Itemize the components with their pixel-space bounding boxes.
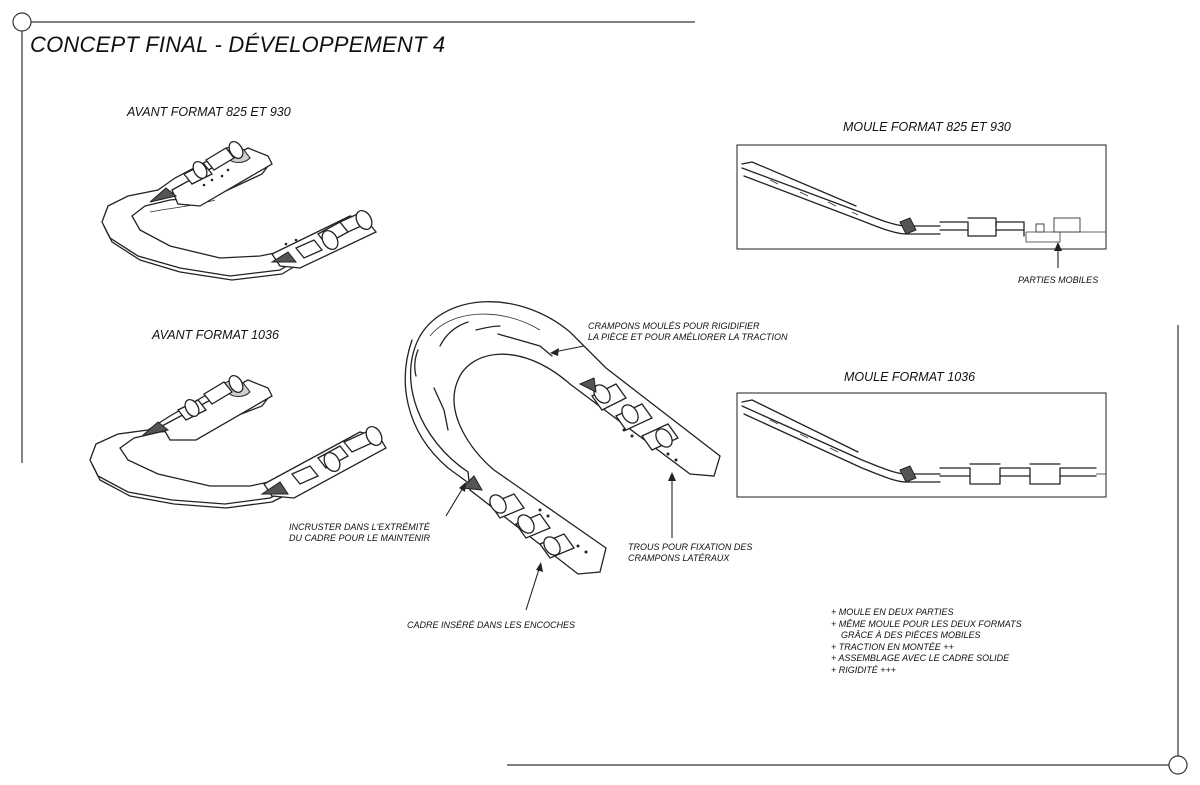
annotation-cleats: CRAMPONS MOULÉS POUR RIGIDIFIER LA PIÈCE… [588, 321, 788, 343]
arrow-frame-notch [525, 562, 543, 611]
label-mold-825-930: MOULE FORMAT 825 ET 930 [843, 120, 1011, 134]
annotation-cleats-line-1: CRAMPONS MOULÉS POUR RIGIDIFIER [588, 321, 760, 331]
label-front-1036: AVANT FORMAT 1036 [152, 328, 279, 342]
frame-corner-bottom-right [1168, 755, 1188, 775]
advantage-item: + MÊME MOULE POUR LES DEUX FORMATS [831, 618, 1022, 629]
annotation-embed: INCRUSTER DANS L'EXTRÉMITÉ DU CADRE POUR… [289, 522, 430, 544]
advantage-item: + ASSEMBLAGE AVEC LE CADRE SOLIDE [831, 653, 1010, 664]
arrow-holes [668, 472, 676, 538]
annotation-cleats-line-2: LA PIÈCE ET POUR AMÉLIORER LA TRACTION [588, 332, 788, 342]
label-front-825-930: AVANT FORMAT 825 ET 930 [127, 105, 291, 119]
annotation-holes-line-1: TROUS POUR FIXATION DES [628, 542, 753, 552]
arrow-mobile-parts [1054, 242, 1062, 268]
annotation-mobile-parts: PARTIES MOBILES [1018, 275, 1099, 285]
label-mold-1036: MOULE FORMAT 1036 [844, 370, 976, 384]
advantage-item: + RIGIDITÉ +++ [831, 664, 897, 675]
page-title: CONCEPT FINAL - DÉVELOPPEMENT 4 [30, 32, 446, 57]
arrow-embed [445, 482, 466, 517]
frame-corner-top-left [12, 12, 32, 32]
annotation-holes-line-2: CRAMPONS LATÉRAUX [628, 553, 730, 563]
annotation-embed-line-1: INCRUSTER DANS L'EXTRÉMITÉ [289, 522, 430, 532]
annotation-holes: TROUS POUR FIXATION DES CRAMPONS LATÉRAU… [628, 542, 752, 564]
advantage-item: GRÂCE À DES PIÈCES MOBILES [841, 630, 981, 641]
arrow-cleats [550, 345, 585, 356]
annotation-embed-line-2: DU CADRE POUR LE MAINTENIR [289, 533, 431, 543]
advantage-item: + MOULE EN DEUX PARTIES [831, 607, 954, 617]
advantages-list: + MOULE EN DEUX PARTIES + MÊME MOULE POU… [831, 607, 1022, 677]
advantage-item: + TRACTION EN MONTÉE ++ [831, 641, 954, 652]
annotation-frame-notch: CADRE INSÉRÉ DANS LES ENCOCHES [407, 620, 576, 630]
